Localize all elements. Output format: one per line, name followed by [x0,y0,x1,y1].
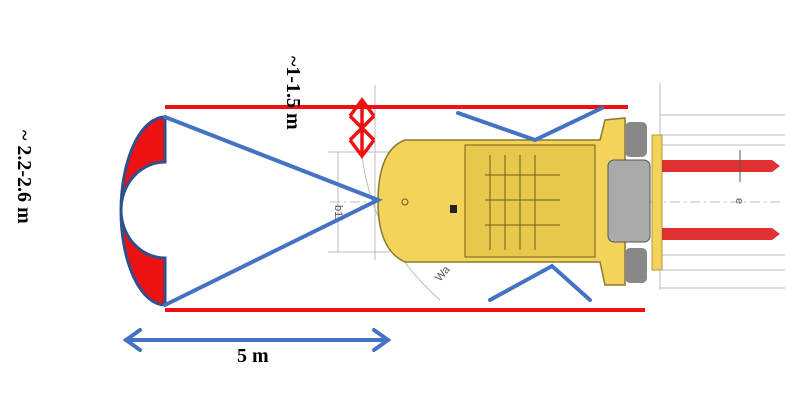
dim-e-label: e [733,198,745,204]
front-wheel-left [625,122,647,157]
clearance-label: ~1-1.5 m [282,56,304,130]
length-arrow [122,328,392,352]
fork-left [662,160,780,172]
forklift-cab [464,144,596,258]
blue-guides [163,106,604,307]
turning-radius-arc [119,115,167,307]
forklift [377,117,780,286]
length-label: 5 m [237,345,269,367]
fork-right [662,228,780,240]
turn-width-label: ~ 2.2-2.6 m [13,130,35,224]
dim-wa-label: Wa [433,263,453,284]
clearance-arrow [348,97,376,159]
front-wheel-right [625,248,647,283]
fork-carriage [651,134,663,271]
mast [607,159,651,243]
